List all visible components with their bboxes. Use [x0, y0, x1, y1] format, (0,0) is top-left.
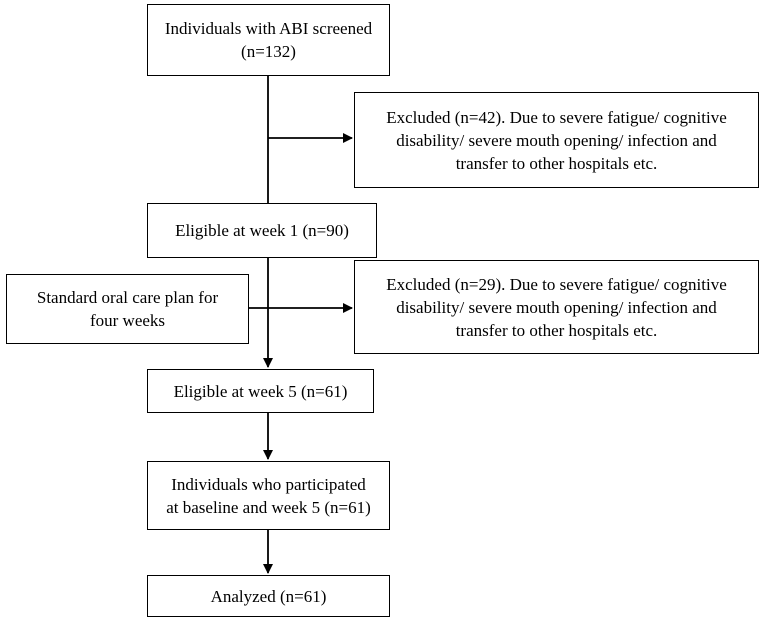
node-screened: Individuals with ABI screened (n=132) [147, 4, 390, 76]
node-eligible-week5: Eligible at week 5 (n=61) [147, 369, 374, 413]
node-analyzed: Analyzed (n=61) [147, 575, 390, 617]
node-oral-care-plan-line-1: Standard oral care plan for [36, 288, 219, 307]
node-excluded-week1-line-1: Excluded (n=42). Due to severe fatigue/ … [386, 107, 727, 127]
node-excluded-week1-line-2: disability/ severe mouth opening/ infect… [396, 130, 717, 150]
node-excluded-week5-line-1: Excluded (n=29). Due to severe fatigue/ … [386, 274, 727, 294]
node-excluded-week5-line-2: disability/ severe mouth opening/ infect… [396, 297, 717, 317]
node-analyzed-line-1: Analyzed (n=61) [210, 586, 327, 606]
node-excluded-week1: Excluded (n=42). Due to severe fatigue/ … [354, 92, 759, 188]
node-screened-line-1: Individuals with ABI screened [164, 19, 373, 38]
node-excluded-week1-line-3: transfer to other hospitals etc. [455, 153, 658, 173]
node-eligible-week5-line-1: Eligible at week 5 (n=61) [173, 381, 348, 401]
node-oral-care-plan-line-2: four weeks [89, 311, 166, 330]
node-participated-line-1: Individuals who participated [171, 474, 366, 494]
node-excluded-week5: Excluded (n=29). Due to severe fatigue/ … [354, 260, 759, 354]
node-excluded-week5-line-3: transfer to other hospitals etc. [455, 320, 658, 340]
node-oral-care-plan: Standard oral care plan for four weeks [6, 274, 249, 344]
node-eligible-week1: Eligible at week 1 (n=90) [147, 203, 377, 258]
node-eligible-week1-line-1: Eligible at week 1 (n=90) [175, 221, 349, 240]
node-participated: Individuals who participated at baseline… [147, 461, 390, 530]
node-screened-line-2: (n=132) [241, 42, 296, 61]
node-participated-line-2: at baseline and week 5 (n=61) [166, 497, 371, 517]
